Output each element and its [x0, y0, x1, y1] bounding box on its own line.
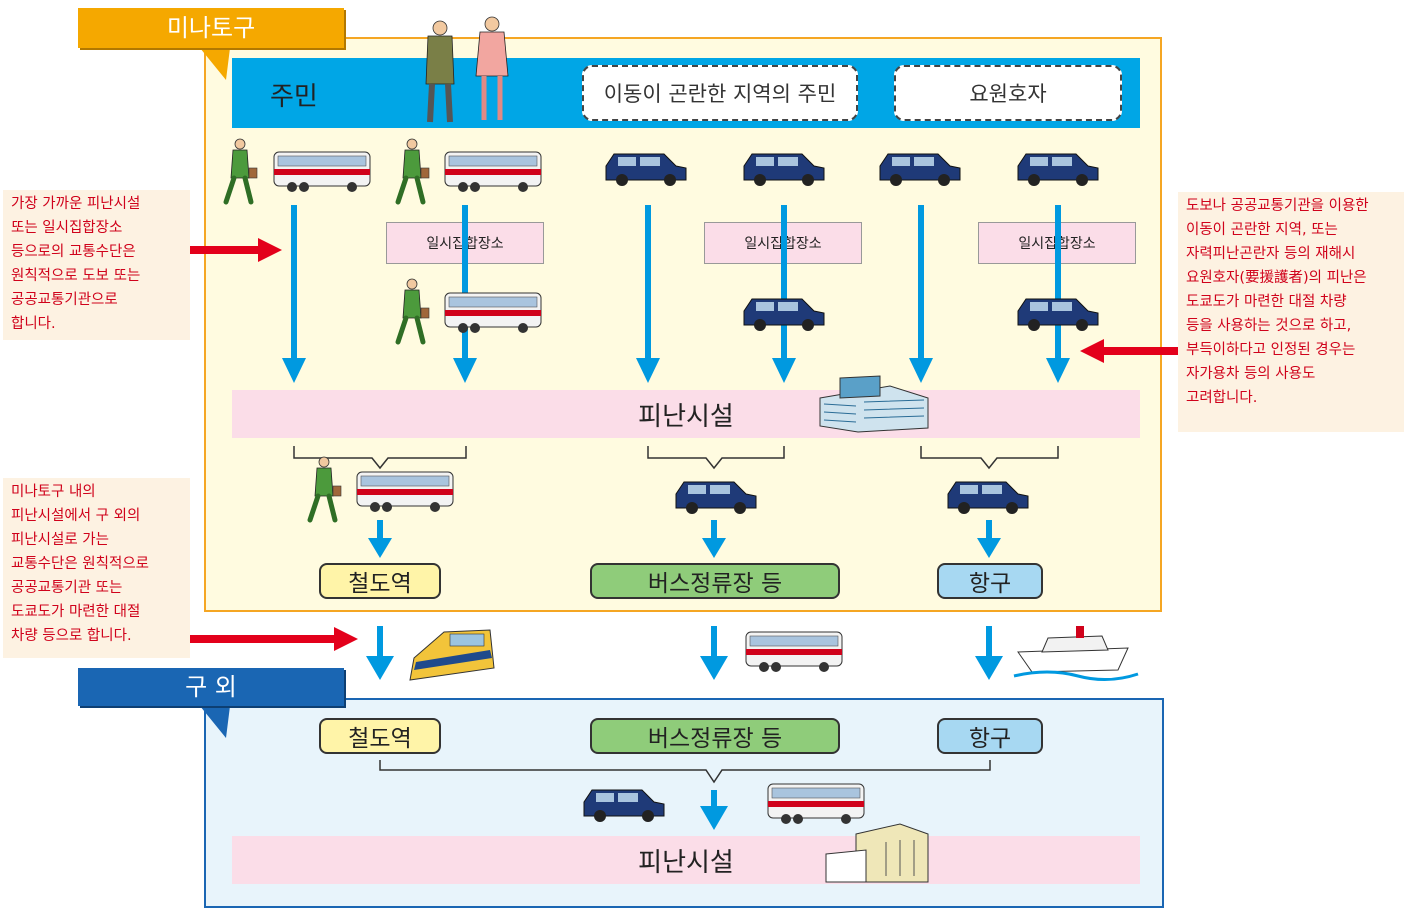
rail-station-box: 철도역: [319, 563, 441, 599]
note-left-top: 가장 가까운 피난시설 또는 일시집합장소 등으로의 교통수단은 원칙적으로 도…: [3, 190, 190, 340]
train-icon: [409, 629, 495, 681]
building-icon: [825, 823, 929, 883]
minato-tag: 미나토구: [78, 8, 344, 48]
ship-icon: [1013, 626, 1139, 681]
merge-brackets: [293, 446, 1059, 784]
car-icon: [947, 481, 1029, 515]
car-icon: [1017, 153, 1099, 187]
bus-icon: [356, 471, 454, 513]
bus-icon: [745, 631, 843, 673]
resident-label: 주민: [270, 82, 318, 112]
hard-to-move-box: 이동이 곤란한 지역의 주민: [582, 65, 858, 121]
walking-person-icon: [226, 139, 257, 202]
outer-rail-station-box: 철도역: [319, 718, 441, 754]
walking-person-icon: [398, 279, 429, 342]
outer-port-box: 항구: [937, 718, 1043, 754]
people-icon: [425, 16, 509, 123]
note-left-bottom: 미나토구 내의 피난시설에서 구 외의 피난시설로 가는 교통수단은 원칙적으로…: [3, 478, 190, 658]
walking-person-icon: [398, 139, 429, 202]
note-right: 도보나 공공교통기관을 이용한 이동이 곤란한 지역, 또는 자력피난곤란자 등…: [1178, 192, 1404, 432]
bus-icon: [444, 151, 542, 193]
needs-assistance-box: 요원호자: [894, 65, 1122, 121]
bus-stop-box: 버스정류장 등: [590, 563, 840, 599]
port-box: 항구: [937, 563, 1043, 599]
minato-area: [204, 37, 1162, 612]
car-icon: [583, 789, 665, 823]
bus-icon: [273, 151, 371, 193]
bus-icon: [767, 783, 865, 825]
shelter-bar-outer: 피난시설: [232, 836, 1140, 884]
walking-person-icon: [310, 457, 341, 520]
car-icon: [879, 153, 961, 187]
note-arrows: [190, 238, 1178, 651]
building-icon: [819, 375, 929, 433]
bus-icon: [444, 292, 542, 334]
flow-arrows: [282, 205, 1070, 830]
car-icon: [743, 153, 825, 187]
car-icon: [605, 153, 687, 187]
shelter-bar-minato: 피난시설: [232, 390, 1140, 438]
outer-tag: 구 외: [78, 668, 344, 706]
outer-bus-stop-box: 버스정류장 등: [590, 718, 840, 754]
car-icon: [675, 481, 757, 515]
